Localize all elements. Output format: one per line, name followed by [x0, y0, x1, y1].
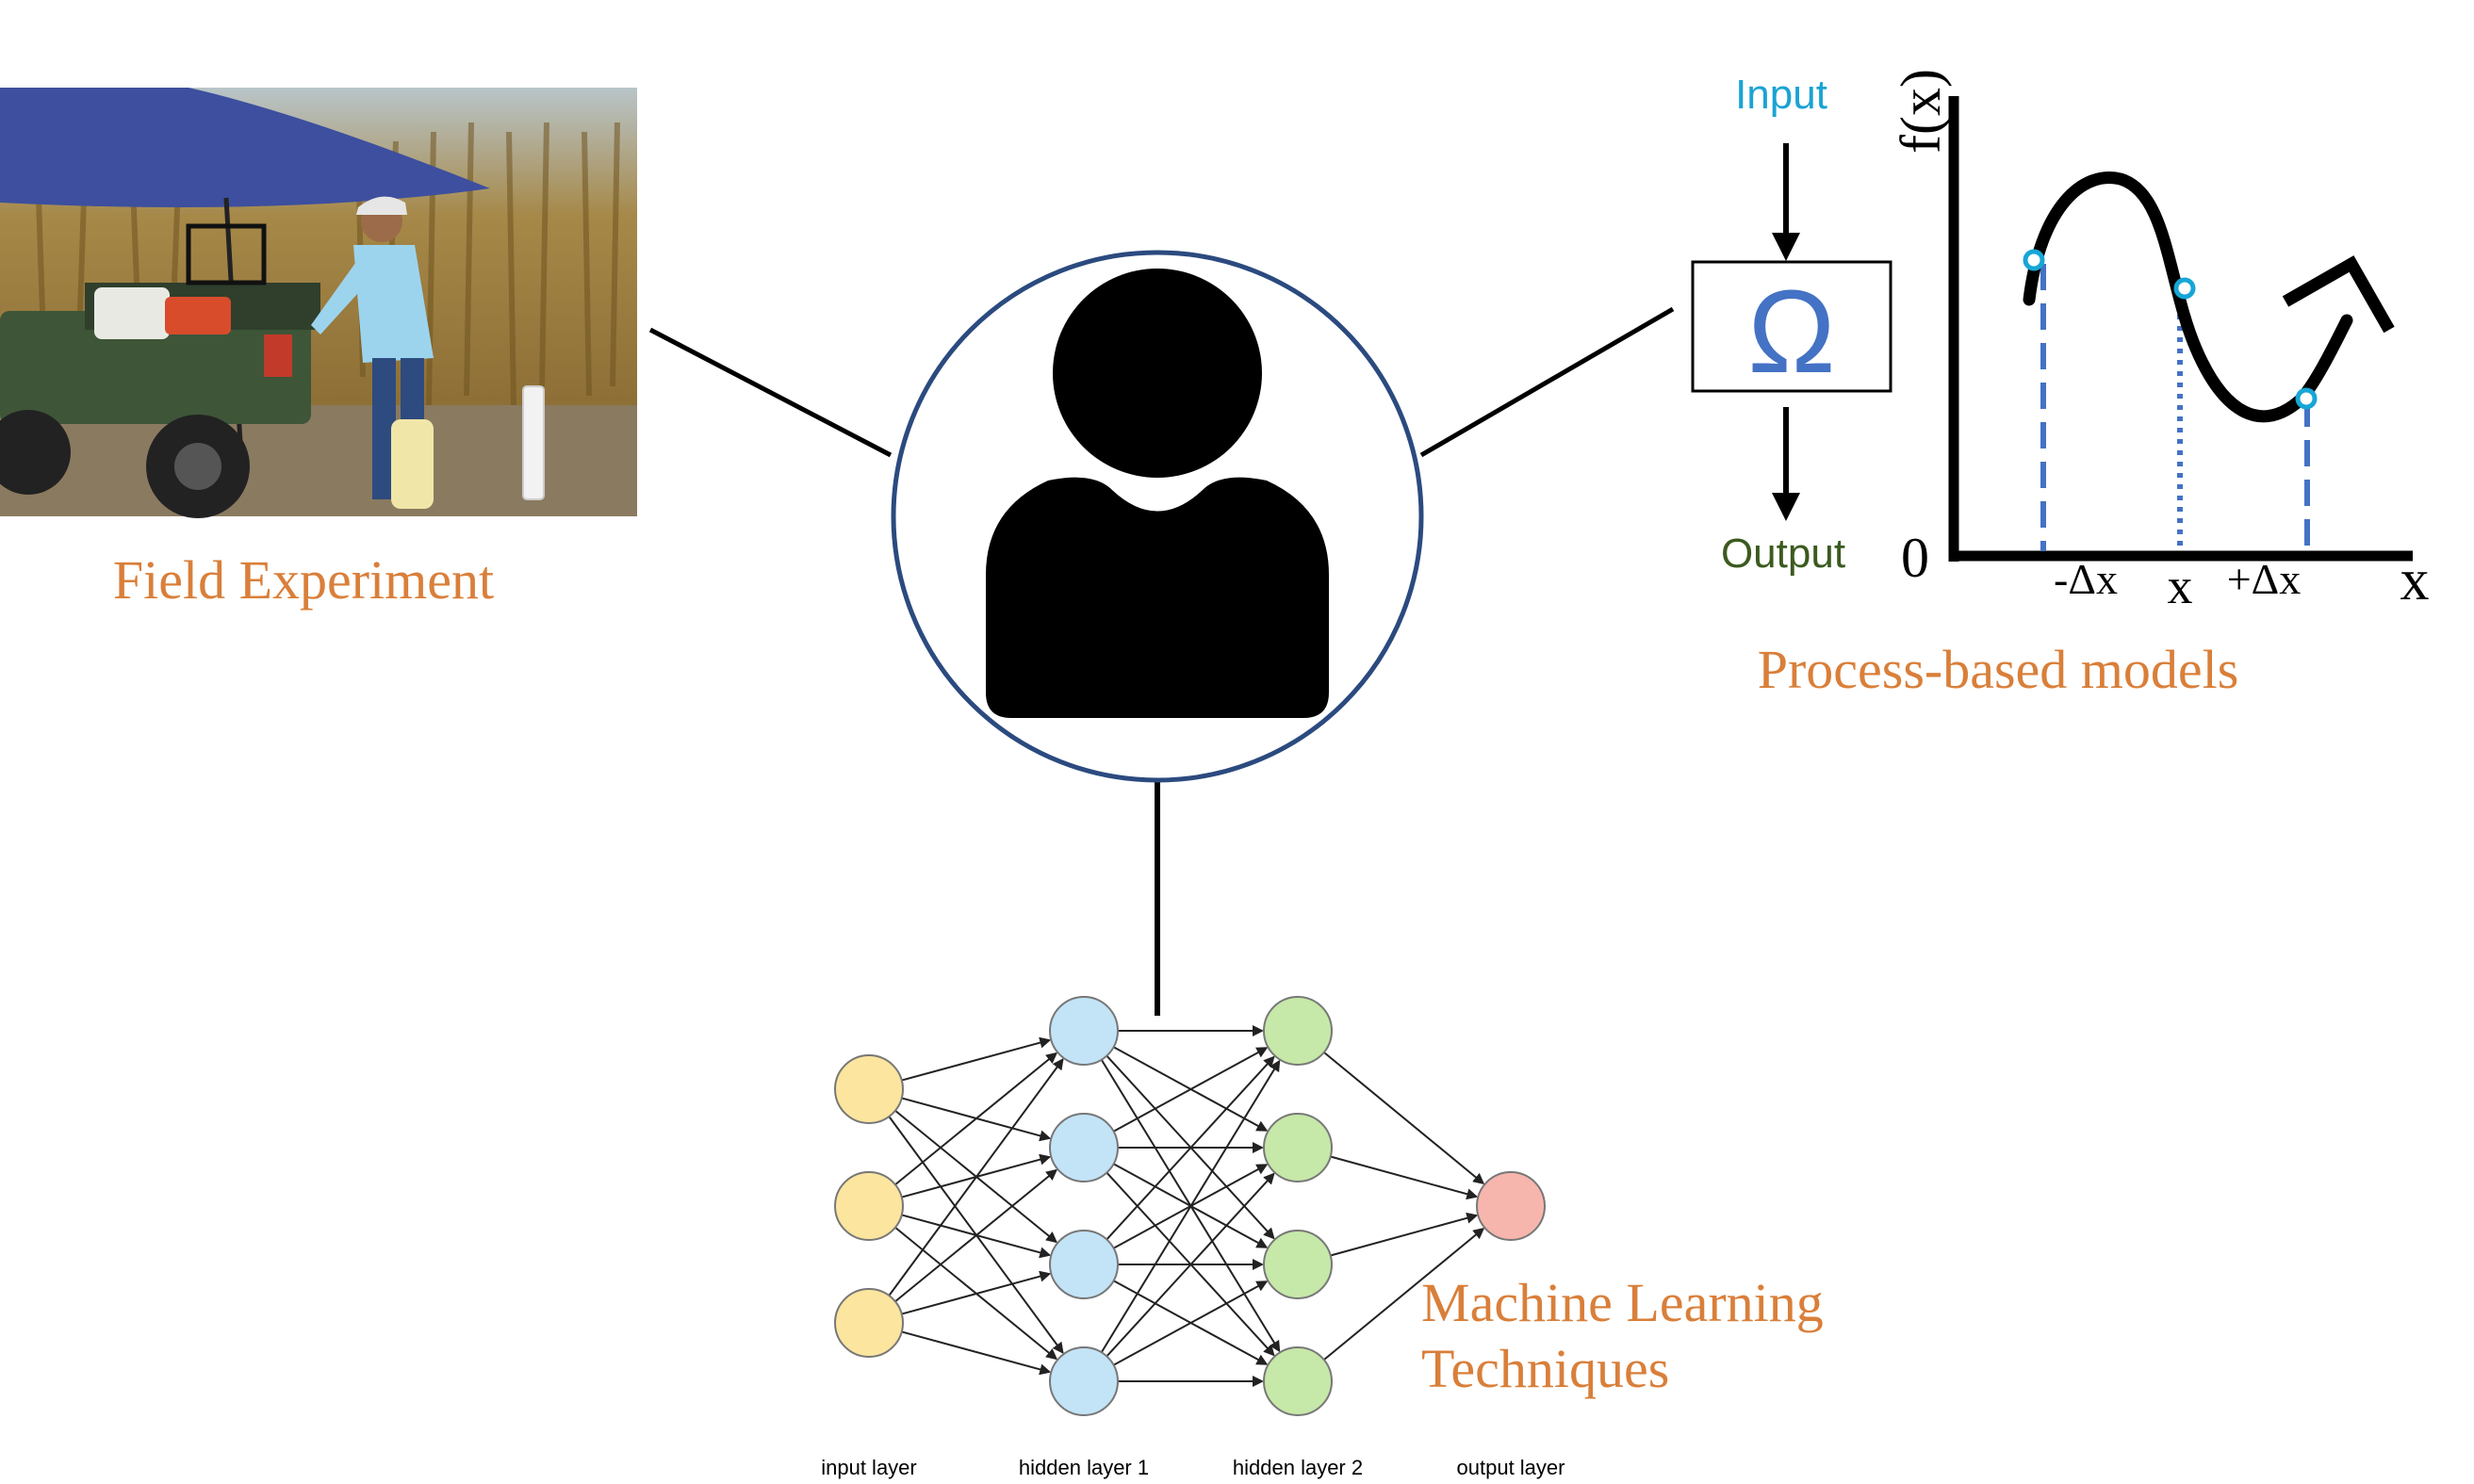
neural-network — [834, 996, 1546, 1416]
connector-field — [648, 327, 893, 458]
process-output-label: Output — [1721, 530, 1845, 577]
water-jug — [391, 419, 434, 509]
process-box — [1691, 260, 1892, 393]
nn-node — [1263, 996, 1333, 1066]
nn-node — [1263, 1113, 1333, 1182]
layer-label: hidden layer 2 — [1233, 1456, 1363, 1479]
nn-edge — [1330, 1155, 1479, 1200]
nn-edge — [901, 1036, 1052, 1082]
tick-minus-delta: -Δx — [2054, 555, 2118, 603]
nn-edge — [1323, 1052, 1485, 1185]
nn-edge — [901, 1270, 1052, 1315]
nn-edge — [1100, 1059, 1281, 1353]
point-plus — [2295, 387, 2318, 410]
nn-node — [834, 1288, 904, 1358]
omega-symbol: Ω — [1747, 267, 1835, 398]
nn-edge — [1323, 1227, 1485, 1361]
nn-edge — [894, 1168, 1058, 1303]
nn-node — [1049, 1346, 1119, 1416]
point-center — [2173, 277, 2196, 300]
tick-plus-delta: +Δx — [2227, 555, 2302, 603]
curve-arrowhead — [2282, 255, 2395, 334]
nn-edge — [1106, 1055, 1275, 1241]
nn-node — [1263, 1230, 1333, 1299]
nn-edge — [888, 1058, 1064, 1296]
nn-node — [1049, 1113, 1119, 1182]
center-person — [891, 250, 1424, 783]
ml-label-line2: Techniques — [1421, 1338, 1669, 1399]
tick-x: x — [2168, 558, 2193, 614]
nn-node — [1476, 1171, 1546, 1241]
ml-label-line1: Machine Learning — [1421, 1272, 1824, 1333]
layer-labels: input layer hidden layer 1 hidden layer 2 o… — [821, 1456, 1565, 1479]
process-panel: Input Ω Output f(x) 0 x -Δx x +Δx — [1691, 69, 2430, 614]
person-icon — [986, 269, 1329, 718]
nn-edge — [901, 1330, 1052, 1376]
process-models-label: Process-based models — [1758, 639, 2239, 700]
nn-edge — [1113, 1047, 1269, 1133]
nn-node — [1263, 1346, 1333, 1416]
field-photo — [0, 88, 637, 518]
y-axis-label: f(x) — [1890, 69, 1952, 154]
utility-vehicle — [0, 223, 320, 518]
function-plot: f(x) 0 x -Δx x +Δx — [1890, 69, 2430, 614]
nn-edge — [1113, 1280, 1269, 1366]
nn-node — [834, 1054, 904, 1124]
process-input-label: Input — [1735, 72, 1827, 118]
umbrella — [0, 88, 490, 207]
nn-node — [1049, 1230, 1119, 1299]
nn-edge — [1330, 1212, 1479, 1257]
x-axis-label: x — [2400, 548, 2430, 612]
nn-edge — [894, 1052, 1058, 1186]
origin-label: 0 — [1901, 527, 1929, 589]
nn-node — [1049, 996, 1119, 1066]
layer-label: hidden layer 1 — [1019, 1456, 1149, 1479]
nn-edge — [1106, 1172, 1275, 1358]
layer-label: output layer — [1457, 1456, 1565, 1479]
graduated-cylinder — [522, 385, 545, 500]
connector-process — [1419, 306, 1675, 458]
field-experiment-label: Field Experiment — [113, 549, 494, 611]
layer-label: input layer — [821, 1456, 917, 1479]
point-minus — [2023, 249, 2045, 271]
nn-node — [834, 1171, 904, 1241]
